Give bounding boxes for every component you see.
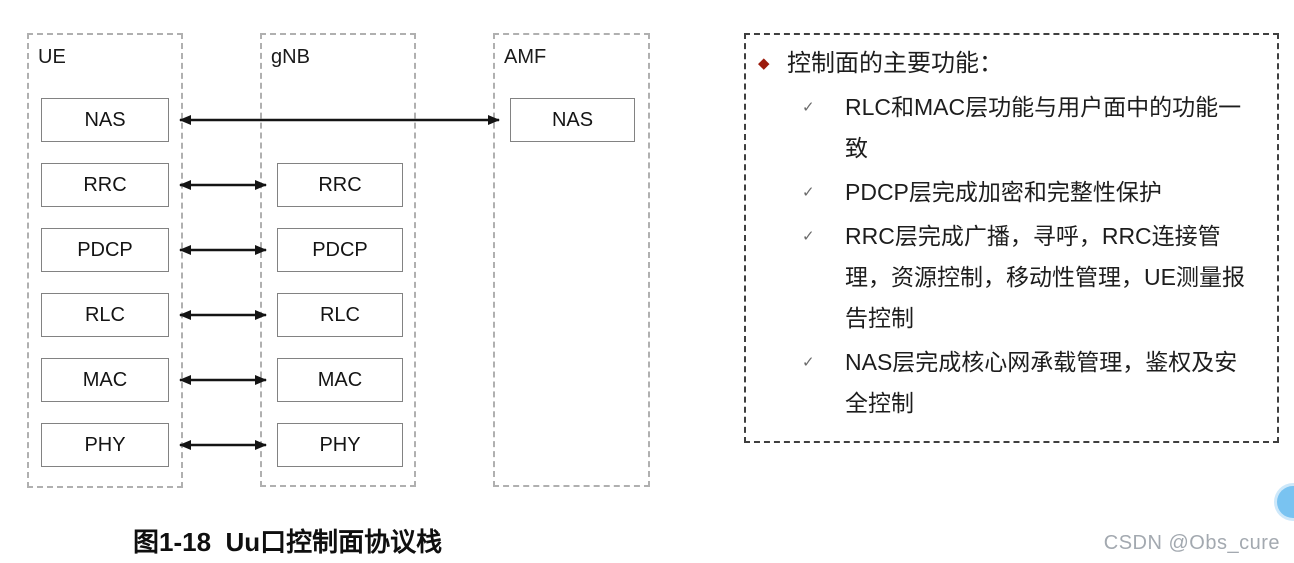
gnb-column-label: gNB — [271, 46, 310, 68]
bullet-text-pdcp: PDCP层完成加密和完整性保护 — [845, 179, 1162, 205]
bullet-text-nas: NAS层完成核心网承载管理，鉴权及安全控制 — [845, 349, 1238, 416]
bullet-text-rrc: RRC层完成广播，寻呼，RRC连接管理，资源控制，移动性管理，UE测量报告控制 — [845, 223, 1245, 331]
list-item: ✓ NAS层完成核心网承载管理，鉴权及安全控制 — [746, 342, 1277, 424]
gnb-layer-rlc: RLC — [277, 293, 403, 337]
ue-layer-pdcp: PDCP — [41, 228, 169, 272]
checkmark-icon: ✓ — [802, 184, 815, 201]
gnb-layer-phy: PHY — [277, 423, 403, 467]
ue-column-box: UE — [27, 33, 183, 488]
figure-caption: 图1-18 Uu口控制面协议栈 — [133, 527, 443, 557]
gnb-layer-mac: MAC — [277, 358, 403, 402]
ue-column-label: UE — [38, 46, 66, 68]
gnb-layer-pdcp: PDCP — [277, 228, 403, 272]
ue-layer-phy: PHY — [41, 423, 169, 467]
amf-layer-nas: NAS — [510, 98, 635, 142]
panel-bullet-list: ✓ RLC和MAC层功能与用户面中的功能一致 ✓ PDCP层完成加密和完整性保护… — [746, 87, 1277, 424]
gnb-column-box: gNB — [260, 33, 416, 487]
ue-layer-rrc: RRC — [41, 163, 169, 207]
csdn-watermark: CSDN @Obs_cure — [1103, 532, 1280, 554]
panel-heading-row: ◆ 控制面的主要功能： — [746, 49, 1277, 79]
gnb-layer-rrc: RRC — [277, 163, 403, 207]
checkmark-icon: ✓ — [802, 228, 815, 245]
amf-column-label: AMF — [504, 46, 547, 68]
floating-badge-button[interactable] — [1277, 486, 1294, 518]
list-item: ✓ PDCP层完成加密和完整性保护 — [746, 172, 1277, 213]
list-item: ✓ RLC和MAC层功能与用户面中的功能一致 — [746, 87, 1277, 169]
amf-column-box: AMF — [493, 33, 650, 487]
list-item: ✓ RRC层完成广播，寻呼，RRC连接管理，资源控制，移动性管理，UE测量报告控… — [746, 216, 1277, 339]
checkmark-icon: ✓ — [802, 99, 815, 116]
checkmark-icon: ✓ — [802, 354, 815, 371]
diamond-bullet-icon: ◆ — [758, 55, 770, 72]
ue-layer-mac: MAC — [41, 358, 169, 402]
bullet-text-rlc-mac: RLC和MAC层功能与用户面中的功能一致 — [845, 94, 1242, 161]
panel-heading-text: 控制面的主要功能： — [787, 50, 1003, 77]
ue-layer-nas: NAS — [41, 98, 169, 142]
ue-layer-rlc: RLC — [41, 293, 169, 337]
notes-panel: ◆ 控制面的主要功能： ✓ RLC和MAC层功能与用户面中的功能一致 ✓ PDC… — [744, 33, 1279, 443]
